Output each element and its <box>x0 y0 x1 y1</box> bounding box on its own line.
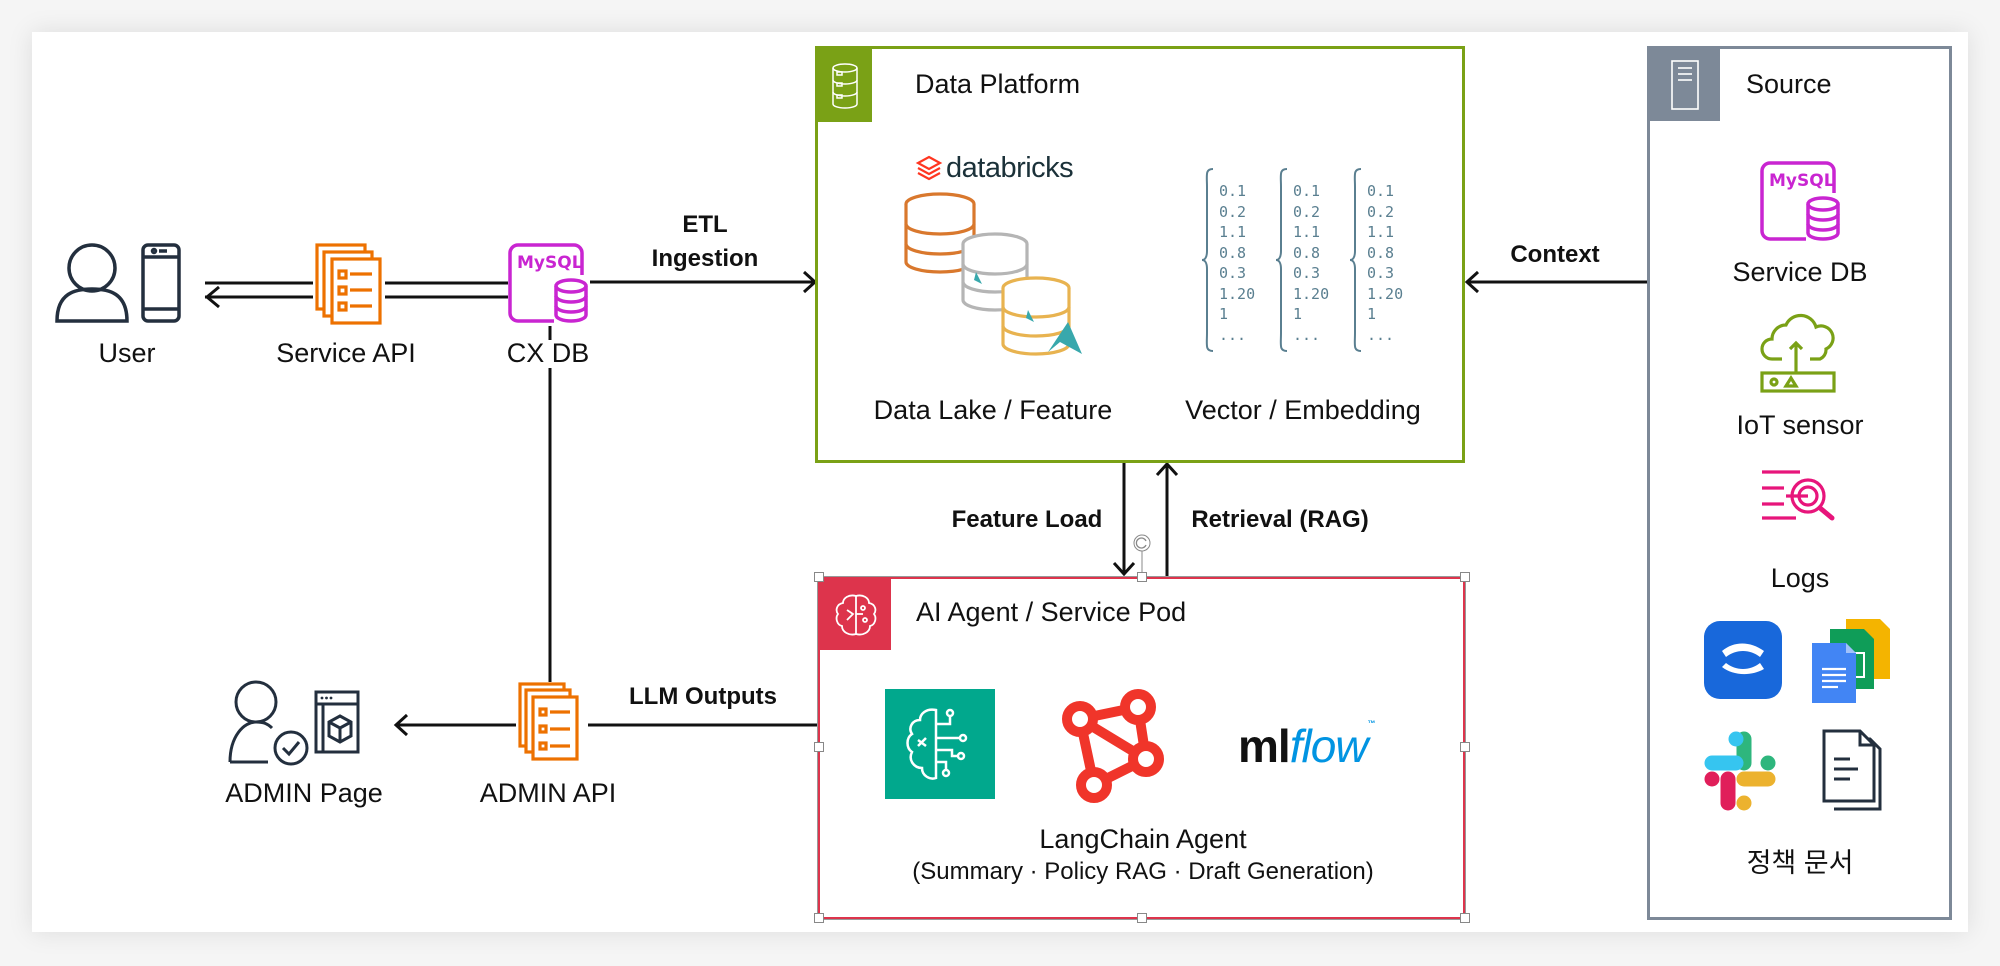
vector-column: 0.1 0.2 1.1 0.8 0.3 1.20 1 ... <box>1275 167 1341 353</box>
etl-edge-label: ETL Ingestion <box>652 208 759 276</box>
vector-column: 0.1 0.2 1.1 0.8 0.3 1.20 1 ... <box>1201 167 1267 353</box>
retrieval-arrowhead <box>1155 461 1179 477</box>
confluence-icon[interactable] <box>1704 621 1784 701</box>
feature-load-edge-label: Feature Load <box>951 506 1103 533</box>
user-icon <box>55 243 129 323</box>
databricks-stack-icon <box>915 155 943 180</box>
service-api-label: Service API <box>276 338 416 368</box>
ai-agent-group[interactable]: AI Agent / Service Pod <box>817 576 1466 920</box>
retrieval-edge-label: Retrieval (RAG) <box>1191 506 1369 533</box>
user-arrowhead <box>204 285 220 309</box>
brace-icon <box>1201 168 1214 352</box>
ml-service-tile <box>885 689 995 799</box>
langchain-agent-sublabel: (Summary · Policy RAG · Draft Generation… <box>912 858 1374 885</box>
data-platform-title: Data Platform <box>915 69 1081 99</box>
mysql-badge: MySQL <box>517 253 583 273</box>
vector-values-3: 0.1 0.2 1.1 0.8 0.3 1.20 1 ... <box>1367 182 1404 344</box>
mlflow-logo: mlflow™ <box>1238 719 1376 772</box>
resize-handle[interactable] <box>814 742 824 752</box>
resize-handle[interactable] <box>814 913 824 923</box>
browser-package-icon <box>314 690 360 754</box>
source-title: Source <box>1746 69 1832 99</box>
data-platform-group[interactable]: Data Platform databricks <box>815 46 1465 463</box>
vector-values-1: 0.1 0.2 1.1 0.8 0.3 1.20 1 ... <box>1219 182 1256 344</box>
slack-icon[interactable] <box>1702 729 1786 813</box>
brain-icon <box>835 594 876 635</box>
rotate-handle[interactable] <box>1132 533 1152 573</box>
embedding-vectors: 0.1 0.2 1.1 0.8 0.3 1.20 1 ... 0.1 0.2 1… <box>1201 167 1415 353</box>
logs-search-icon[interactable] <box>1760 468 1844 524</box>
resize-handle[interactable] <box>814 572 824 582</box>
ai-agent-title: AI Agent / Service Pod <box>916 597 1187 627</box>
mysql-db-icon <box>508 243 588 323</box>
user-label: User <box>98 338 156 368</box>
ai-brain-circuit-icon <box>906 708 968 780</box>
feature-load-arrowhead <box>1112 561 1136 577</box>
source-group[interactable]: Source MySQL Service DB IoT sensor <box>1647 46 1952 920</box>
databricks-logo: databricks <box>915 152 1074 185</box>
resize-handle[interactable] <box>1460 742 1470 752</box>
cx-db-node[interactable]: MySQL <box>508 243 592 327</box>
iot-sensor-icon[interactable] <box>1760 311 1840 393</box>
data-lake-label: Data Lake / Feature <box>873 395 1113 425</box>
context-edge-label: Context <box>1510 241 1600 268</box>
service-db-source[interactable]: MySQL <box>1760 161 1844 245</box>
ai-agent-tile <box>820 579 891 650</box>
google-docs-sheets-slides-icon[interactable] <box>1808 619 1892 705</box>
admin-api-icon[interactable] <box>518 682 584 762</box>
server-icon <box>1671 60 1699 110</box>
data-lake-icon <box>904 192 1082 356</box>
source-tile <box>1650 49 1720 121</box>
llm-outputs-edge-label: LLM Outputs <box>629 683 777 710</box>
mlflow-ml: ml <box>1238 720 1291 772</box>
context-arrowhead <box>1464 270 1480 294</box>
mlflow-flow: flow <box>1289 720 1369 772</box>
vector-column: 0.1 0.2 1.1 0.8 0.3 1.20 1 ... <box>1349 167 1415 353</box>
cx-db-label: CX DB <box>506 338 590 368</box>
brace-icon <box>1275 168 1288 352</box>
admin-user-check-icon <box>228 680 309 766</box>
rotate-icon <box>1135 537 1147 549</box>
resize-handle[interactable] <box>1137 913 1147 923</box>
iot-sensor-label: IoT sensor <box>1736 410 1864 440</box>
mobile-phone-icon <box>141 243 181 323</box>
mysql-db-icon <box>1760 161 1840 241</box>
policy-docs-label: 정책 문서 <box>1746 848 1854 878</box>
database-icon <box>832 62 858 109</box>
service-api-icon[interactable] <box>315 243 385 325</box>
resize-handle[interactable] <box>1460 572 1470 582</box>
admin-page-node[interactable] <box>228 680 360 766</box>
vector-values-2: 0.1 0.2 1.1 0.8 0.3 1.20 1 ... <box>1293 182 1330 344</box>
langchain-network-icon <box>1062 689 1164 803</box>
databricks-wordmark: databricks <box>946 152 1074 184</box>
admin-arrowhead <box>393 713 409 737</box>
vector-embedding-label: Vector / Embedding <box>1185 395 1421 425</box>
brace-icon <box>1349 168 1362 352</box>
admin-page-label: ADMIN Page <box>225 778 383 808</box>
resize-handle[interactable] <box>1460 913 1470 923</box>
document-icon[interactable] <box>1820 729 1886 813</box>
admin-api-label: ADMIN API <box>479 778 617 808</box>
service-db-label: Service DB <box>1732 257 1868 287</box>
mysql-badge: MySQL <box>1769 171 1835 191</box>
logs-label: Logs <box>1770 563 1830 593</box>
langchain-agent-label: LangChain Agent <box>1039 824 1247 854</box>
etl-label-line1: ETL <box>682 211 728 238</box>
user-node[interactable] <box>55 243 190 325</box>
etl-label-line2: Ingestion <box>651 245 759 272</box>
data-platform-tile <box>818 49 872 122</box>
resize-handle[interactable] <box>1137 572 1147 582</box>
